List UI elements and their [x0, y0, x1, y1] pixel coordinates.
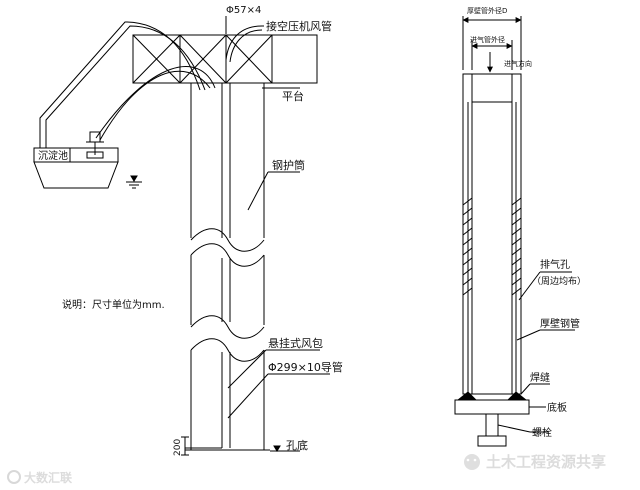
steel-casing-middle — [190, 243, 265, 339]
watermark-right-text: 土木工程资源共享 — [486, 453, 606, 471]
outer-dia-label: 厚壁管外径D — [467, 6, 507, 15]
vent-holes-right — [511, 197, 522, 296]
bottom-gap-label: 200 — [173, 439, 183, 456]
base-plate-label: 底板 — [547, 401, 567, 414]
air-direction-label: 进气方向 — [504, 59, 532, 68]
steel-casing-lower — [185, 338, 270, 451]
settling-tank-label: 沉淀池 — [38, 149, 68, 162]
vent-holes-left — [462, 197, 473, 296]
air-pipe-label: 接空压机风管 — [266, 19, 332, 33]
inlet-dia-label: 进气管外径 — [470, 35, 505, 44]
steel-casing-upper — [190, 83, 265, 252]
hole-bottom-label: 孔底 — [286, 438, 308, 452]
watermark-left: 大数汇联 — [7, 470, 72, 485]
watermark-left-text: 大数汇联 — [24, 470, 72, 485]
air-supply-pipe — [225, 25, 263, 63]
guide-pipe-lines — [221, 83, 231, 448]
base-assembly — [454, 391, 530, 447]
steel-casing-label: 钢护筒 — [272, 158, 305, 172]
note-label: 说明：尺寸单位为mm. — [62, 298, 165, 311]
vent-holes-note-label: （周边均布） — [532, 275, 586, 287]
hole-bottom-symbol — [270, 445, 300, 452]
pipe-spec-label: Φ57×4 — [226, 5, 261, 16]
right-leaders — [497, 271, 575, 433]
settling-tank — [33, 131, 142, 189]
watermark-right: 土木工程资源共享 — [464, 453, 606, 471]
platform-block — [132, 34, 318, 84]
right-diagram — [454, 16, 575, 447]
platform-label: 平台 — [282, 89, 304, 103]
left-diagram — [33, 16, 330, 456]
air-bag-label: 悬挂式风包 — [268, 336, 323, 350]
bolt-label: 螺栓 — [532, 426, 552, 439]
left-leaders — [225, 16, 330, 419]
outer-dia-dimension — [462, 16, 522, 73]
thick-wall-pipe — [462, 73, 522, 395]
discharge-pipes — [39, 21, 216, 148]
thick-pipe-label: 厚壁钢管 — [540, 317, 580, 330]
vent-holes-label: 排气孔 — [540, 258, 570, 271]
weld-label: 焊缝 — [530, 371, 550, 384]
guide-pipe-label: Φ299×10导管 — [268, 360, 343, 374]
bottom-gap-dimension — [181, 436, 222, 456]
